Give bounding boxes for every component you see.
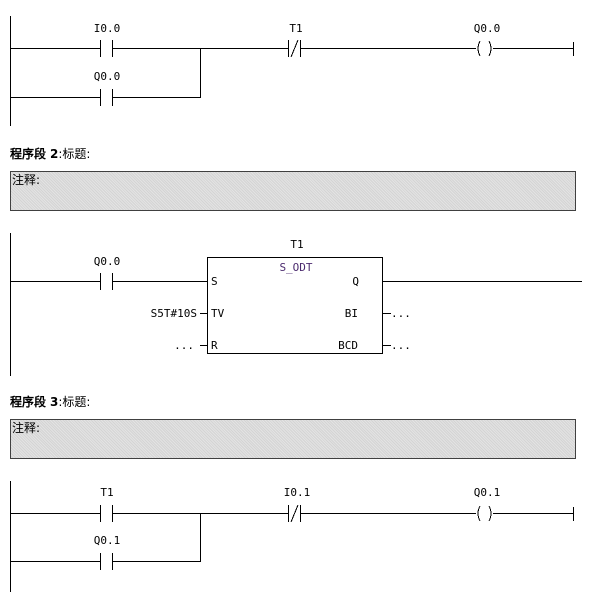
- segment-word: 程序段: [10, 395, 47, 409]
- bcd-value[interactable]: ...: [391, 339, 411, 352]
- contact-q0-0-start[interactable]: [100, 273, 113, 290]
- contact-q0-1-branch-label: Q0.1: [93, 534, 121, 547]
- contact-q0-1-branch[interactable]: [100, 553, 113, 570]
- contact-q0-0-branch[interactable]: [100, 89, 113, 106]
- contact-q0-0-branch-label: Q0.0: [93, 70, 121, 83]
- bi-value[interactable]: ...: [391, 307, 411, 320]
- pin-s-label: S: [211, 275, 218, 288]
- segment-suffix: :标题:: [58, 395, 91, 409]
- contact-i0-0-label: I0.0: [93, 22, 121, 35]
- contact-i0-1-nc-label: I0.1: [283, 486, 311, 499]
- segment-number: 2: [50, 147, 59, 161]
- timer-name-label: T1: [290, 238, 304, 251]
- comment-label: 注释:: [12, 173, 41, 187]
- comment-label: 注释:: [12, 421, 41, 435]
- network-3-comment-box[interactable]: 注释:: [10, 419, 576, 459]
- contact-i0-0[interactable]: [100, 40, 113, 57]
- pin-tv-label: TV: [211, 307, 225, 320]
- r-value[interactable]: ...: [174, 339, 194, 352]
- segment-word: 程序段: [10, 147, 47, 161]
- pin-q-label: Q: [352, 275, 359, 288]
- network-2-rungs: [10, 233, 582, 376]
- coil-q0-1[interactable]: [477, 505, 492, 522]
- timer-block-s-odt[interactable]: [207, 257, 383, 354]
- coil-q0-1-label: Q0.1: [473, 486, 501, 499]
- coil-q0-0[interactable]: [477, 40, 492, 57]
- contact-t1-nc[interactable]: [288, 39, 301, 58]
- pin-bi-label: BI: [344, 307, 358, 320]
- tv-value[interactable]: S5T#10S: [150, 307, 197, 320]
- segment-suffix: :标题:: [58, 147, 91, 161]
- contact-t1[interactable]: [100, 505, 113, 522]
- pin-r-label: R: [211, 339, 218, 352]
- contact-i0-1-nc[interactable]: [288, 504, 301, 523]
- coil-q0-0-label: Q0.0: [473, 22, 501, 35]
- contact-t1-label: T1: [100, 486, 114, 499]
- segment-number: 3: [50, 395, 59, 409]
- network-2-comment-box[interactable]: 注释:: [10, 171, 576, 211]
- network-1-rungs: [10, 16, 574, 126]
- contact-t1-nc-label: T1: [289, 22, 303, 35]
- function-block-name: S_ODT: [279, 261, 313, 274]
- pin-bcd-label: BCD: [338, 339, 358, 352]
- network-3-rungs: [10, 481, 574, 592]
- contact-q0-0-label: Q0.0: [93, 255, 121, 268]
